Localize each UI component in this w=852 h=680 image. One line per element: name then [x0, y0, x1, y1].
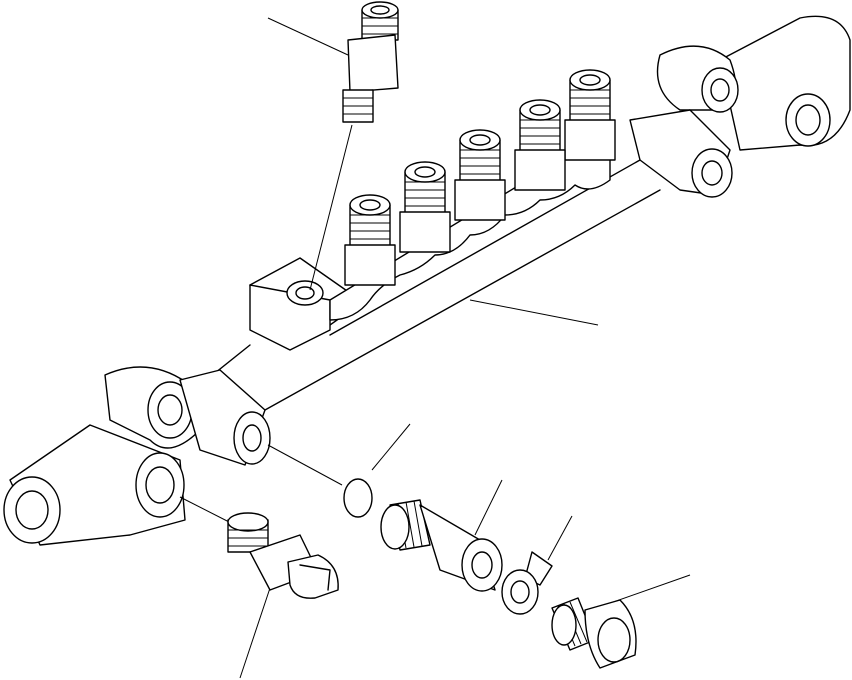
injector-outlet-fitting [399, 161, 451, 253]
pressure-limiter [380, 479, 503, 592]
washer [501, 515, 573, 615]
pressure-sensor [179, 496, 339, 679]
injector-outlet-fitting [564, 69, 616, 161]
o-ring [267, 423, 411, 518]
rail-end-fitting-right [629, 15, 851, 198]
rail-end-fitting-left [3, 366, 271, 546]
pressure-sensor-port-fitting [267, 1, 399, 291]
injector-outlet-fitting [344, 194, 396, 286]
injector-outlet-fitting [454, 129, 506, 221]
banjo-bolt [551, 574, 691, 669]
injector-outlet-fitting [514, 99, 566, 191]
rail-leader-line [469, 299, 599, 326]
